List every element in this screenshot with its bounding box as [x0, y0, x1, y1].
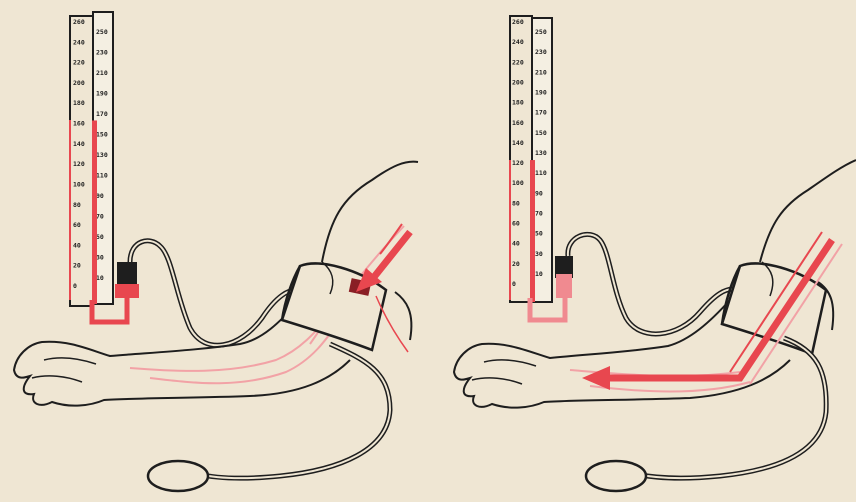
left-mmhg-tick-label: 80: [73, 201, 81, 209]
left-kpa-tick-label: 70: [96, 213, 104, 221]
left-mmhg-tick-label: 160: [73, 120, 85, 128]
left-mmhg-tick-label: 260: [73, 18, 85, 26]
right-kpa-tick-label: 150: [535, 129, 547, 137]
left-mmhg-tick-label: 180: [73, 99, 85, 107]
left-bulb-tube: [198, 344, 390, 478]
right-inflation-bulb: [586, 461, 646, 491]
right-mmhg-tick-label: 80: [512, 199, 520, 207]
left-mmhg-tick-label: 120: [73, 160, 85, 168]
right-mmhg-tick-label: 220: [512, 58, 524, 66]
left-kpa-tick-label: 170: [96, 110, 108, 118]
left-mmhg-tick-label: 200: [73, 79, 85, 87]
left-kpa-tick-label: 90: [96, 192, 104, 200]
right-mmhg-tick-label: 60: [512, 220, 520, 228]
left-shoulder-outline: [322, 162, 418, 262]
right-mmhg-tick-label: 160: [512, 119, 524, 127]
right-mmhg-tick-label: 200: [512, 78, 524, 86]
right-kpa-tick-label: 130: [535, 149, 547, 157]
right-kpa-tick-label: 10: [535, 270, 543, 278]
right-mmhg-tick-label: 40: [512, 240, 520, 248]
left-mmhg-tick-label: 40: [73, 241, 81, 249]
left-kpa-tick-label: 50: [96, 233, 104, 241]
right-kpa-tick-label: 190: [535, 89, 547, 97]
right-mmhg-tick-label: 20: [512, 260, 520, 268]
right-kpa-tick-label: 70: [535, 210, 543, 218]
left-kpa-tick-label: 10: [96, 274, 104, 282]
right-mmhg-tick-label: 180: [512, 99, 524, 107]
left-mmhg-tick-label: 100: [73, 180, 85, 188]
left-kpa-tick-label: 150: [96, 131, 108, 139]
right-mmhg-tick-label: 260: [512, 18, 524, 26]
left-kpa-tick-label: 30: [96, 254, 104, 262]
left-mmhg-tick-label: 0: [73, 282, 77, 290]
right-shoulder-outline: [760, 160, 856, 262]
right-kpa-tick-label: 90: [535, 189, 543, 197]
right-kpa-tick-label: 210: [535, 68, 547, 76]
left-mmhg-tick-label: 140: [73, 140, 85, 148]
left-kpa-tick-label: 190: [96, 90, 108, 98]
left-kpa-tick-label: 250: [96, 28, 108, 36]
left-mmhg-tick-label: 20: [73, 262, 81, 270]
right-reservoir-mercury: [556, 274, 572, 298]
right-mmhg-tick-label: 240: [512, 38, 524, 46]
left-mmhg-tick-label: 240: [73, 38, 85, 46]
left-manometer-tube: [130, 241, 300, 345]
right-kpa-tick-label: 30: [535, 250, 543, 258]
right-kpa-tick-label: 110: [535, 169, 547, 177]
left-kpa-tick-label: 210: [96, 69, 108, 77]
right-mmhg-tick-label: 120: [512, 159, 524, 167]
right-kpa-tick-label: 250: [535, 28, 547, 36]
right-kpa-tick-label: 170: [535, 109, 547, 117]
right-mmhg-tick-label: 140: [512, 139, 524, 147]
left-mmhg-tick-label: 60: [73, 221, 81, 229]
left-inflation-bulb: [148, 461, 208, 491]
right-bulb-tube: [636, 338, 826, 478]
right-vein-2: [590, 382, 750, 392]
left-mercury-column: [92, 120, 97, 304]
right-kpa-tick-label: 50: [535, 230, 543, 238]
right-mmhg-tick-label: 100: [512, 179, 524, 187]
left-kpa-tick-label: 230: [96, 49, 108, 57]
right-mmhg-tick-label: 0: [512, 280, 516, 288]
left-kpa-tick-label: 130: [96, 151, 108, 159]
left-reservoir-mercury: [115, 284, 139, 298]
right-kpa-tick-label: 230: [535, 48, 547, 56]
left-kpa-tick-label: 110: [96, 172, 108, 180]
left-mmhg-tick-label: 220: [73, 59, 85, 67]
right-mercury-column: [530, 160, 535, 302]
